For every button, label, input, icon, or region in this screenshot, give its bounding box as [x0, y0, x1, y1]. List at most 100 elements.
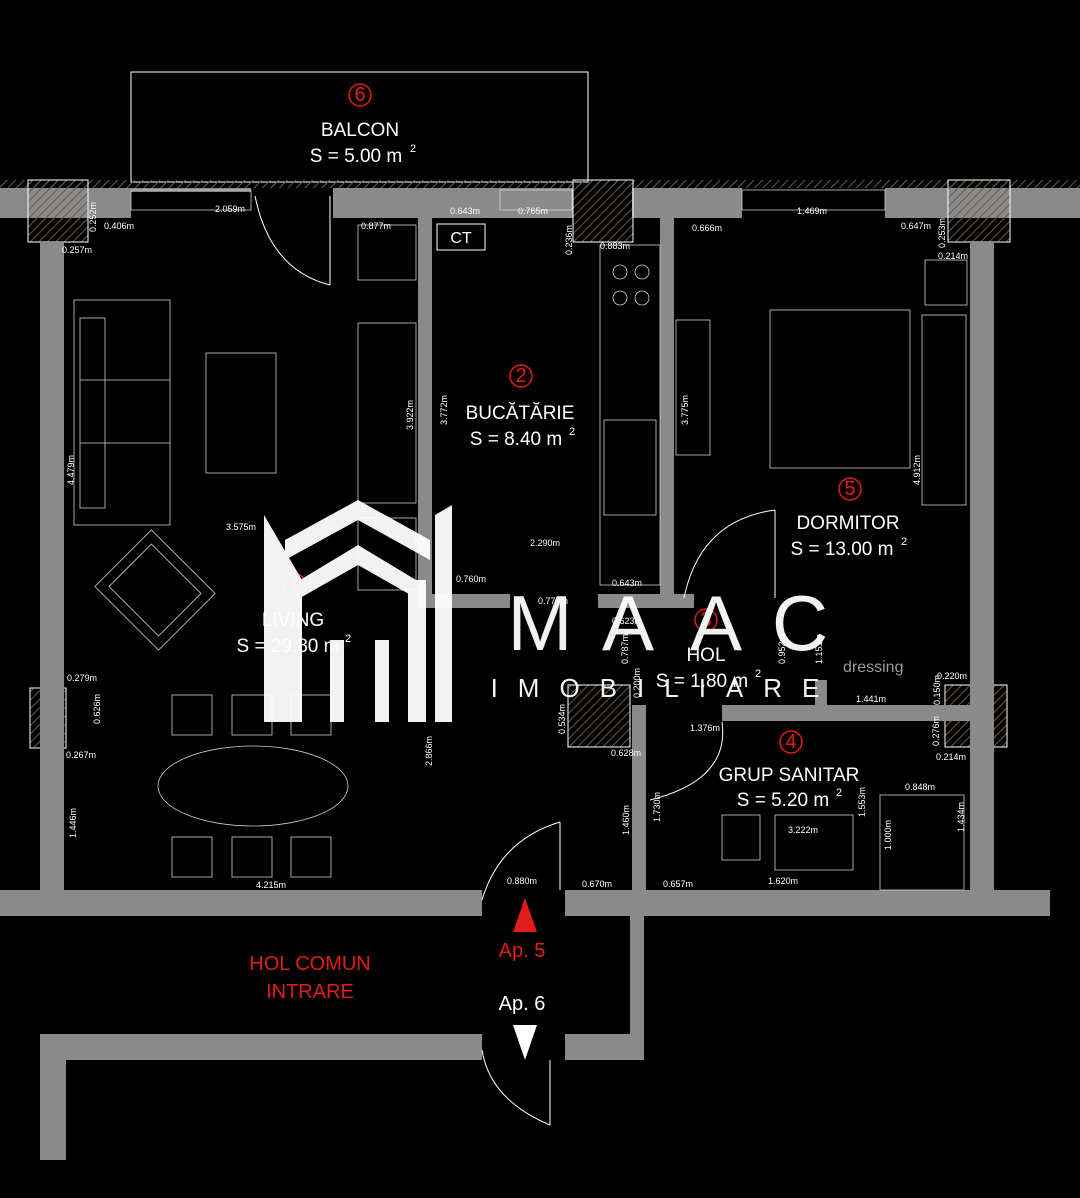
dimension-label: 0.276m: [931, 716, 941, 746]
ct-label: CT: [450, 230, 472, 247]
dimension-label: 1.620m: [768, 876, 798, 886]
logo-letter-4: C: [772, 579, 828, 667]
dimension-label: 0.643m: [450, 206, 480, 216]
room-number-grup-sanitar: 4: [785, 731, 796, 753]
dimension-label: 0.236m: [564, 225, 574, 255]
room-hol: 3 HOL S = 1.80 m 2: [656, 608, 761, 692]
dimension-label: 4.479m: [66, 455, 76, 485]
dimension-label: 0.534m: [557, 704, 567, 734]
room-area-grup-sanitar: S = 5.20 m: [737, 790, 829, 811]
svg-text:2: 2: [755, 668, 761, 680]
dimension-label: 0.253m: [937, 218, 947, 248]
room-number-balcon: 6: [354, 84, 365, 106]
dimension-label: 0.670m: [582, 879, 612, 889]
ap5-label: Ap. 5: [499, 940, 546, 962]
room-number-bucatarie: 2: [515, 365, 526, 387]
room-name-balcon: BALCON: [321, 120, 399, 141]
room-grup-sanitar: 4 GRUP SANITAR S = 5.20 m 2: [719, 730, 860, 811]
room-balcon: 6 BALCON S = 5.00 m 2: [310, 83, 416, 167]
room-name-dormitor: DORMITOR: [796, 513, 899, 534]
logo-letter-3: A: [690, 579, 742, 667]
dimension-label: 0.279m: [67, 673, 97, 683]
dimension-label: 4.912m: [912, 455, 922, 485]
dimension-label: 1.434m: [956, 802, 966, 832]
dimension-label: 2.290m: [530, 538, 560, 548]
room-name-grup-sanitar: GRUP SANITAR: [719, 765, 860, 786]
room-dormitor: 5 DORMITOR S = 13.00 m 2: [791, 477, 907, 560]
dimension-label: 0.787m: [620, 634, 630, 664]
logo-subtitle: IMOBILIARE: [491, 673, 840, 703]
room-name-bucatarie: BUCĂTĂRIE: [466, 403, 575, 424]
ap5-arrow-icon: [513, 898, 537, 932]
doors: [254, 195, 776, 1126]
dimension-label: 1.441m: [856, 694, 886, 704]
maac-logo: M A A C IMOBILIARE: [264, 500, 840, 722]
dimension-label: 0.952m: [777, 634, 787, 664]
dimension-label: 0.267m: [66, 750, 96, 760]
svg-text:2: 2: [901, 536, 907, 548]
dimension-label: 0.848m: [905, 782, 935, 792]
svg-text:2: 2: [345, 633, 351, 645]
dimension-label: 3.922m: [405, 400, 415, 430]
dimension-label: 0.883m: [600, 241, 630, 251]
dimension-labels: 2.059m 0.406m 0.252m 0.257m 0.643m 0.765m 0.23…: [62, 202, 968, 890]
room-name-hol: HOL: [686, 645, 725, 666]
dimension-label: 3.575m: [226, 522, 256, 532]
dimension-label: 4.215m: [256, 880, 286, 890]
dimension-label: 0.220m: [937, 671, 967, 681]
hol-comun-label: HOL COMUN: [249, 953, 370, 975]
room-bucatarie: 2 BUCĂTĂRIE S = 8.40 m 2: [466, 364, 575, 450]
dimension-label: 0.880m: [507, 876, 537, 886]
dimension-label: 0.200m: [632, 668, 642, 698]
dimension-label: 1.000m: [883, 820, 893, 850]
dimension-label: 0.150m: [932, 675, 942, 705]
dimension-label: 0.623m: [612, 616, 642, 626]
dimension-label: 0.647m: [901, 221, 931, 231]
svg-text:2: 2: [569, 426, 575, 438]
dimension-label: 0.628m: [611, 748, 641, 758]
dimension-label: 1.460m: [621, 805, 631, 835]
ct-box: CT: [436, 223, 486, 251]
room-area-dormitor: S = 13.00 m: [791, 539, 894, 560]
dimension-label: 0.626m: [92, 694, 102, 724]
dimension-label: 3.772m: [439, 395, 449, 425]
dimension-label: 0.765m: [518, 206, 548, 216]
dimension-label: 0.777m: [538, 596, 568, 606]
dimension-label: 1.151m: [814, 634, 824, 664]
dimension-label: 0.657m: [663, 879, 693, 889]
room-number-dormitor: 5: [844, 478, 855, 500]
svg-text:2: 2: [836, 787, 842, 799]
dimension-label: 0.877m: [361, 221, 391, 231]
logo-letter-1: M: [508, 579, 573, 667]
room-number-hol: 3: [700, 609, 711, 631]
dimension-label: 0.666m: [692, 223, 722, 233]
ap6-arrow-icon: [513, 1025, 537, 1060]
dimension-label: 0.214m: [936, 752, 966, 762]
room-area-bucatarie: S = 8.40 m: [470, 429, 562, 450]
logo-letter-2: A: [602, 579, 654, 667]
dimension-label: 1.469m: [797, 206, 827, 216]
dimension-label: 3.222m: [788, 825, 818, 835]
dimension-label: 0.760m: [456, 574, 486, 584]
dimension-label: 1.730m: [652, 792, 662, 822]
intrare-label: INTRARE: [266, 981, 354, 1003]
svg-text:2: 2: [410, 143, 416, 155]
dimension-label: 0.643m: [612, 578, 642, 588]
dimension-label: 2.866m: [424, 736, 434, 766]
dimension-label: 0.406m: [104, 221, 134, 231]
ap6-label: Ap. 6: [499, 993, 546, 1015]
walls: [0, 218, 1050, 1160]
common-hallway: HOL COMUN INTRARE Ap. 5 Ap. 6: [249, 898, 545, 1060]
dimension-label: 2.059m: [215, 204, 245, 214]
room-area-hol: S = 1.80 m: [656, 671, 748, 692]
dimension-label: 0.257m: [62, 245, 92, 255]
dimension-label: 1.553m: [857, 787, 867, 817]
dimension-label: 1.446m: [68, 808, 78, 838]
dimension-label: 0.252m: [88, 202, 98, 232]
dimension-label: 3.775m: [680, 395, 690, 425]
dimension-label: 1.376m: [690, 723, 720, 733]
dressing-label: dressing: [843, 659, 903, 676]
room-area-balcon: S = 5.00 m: [310, 146, 402, 167]
dimension-label: 0.214m: [938, 251, 968, 261]
